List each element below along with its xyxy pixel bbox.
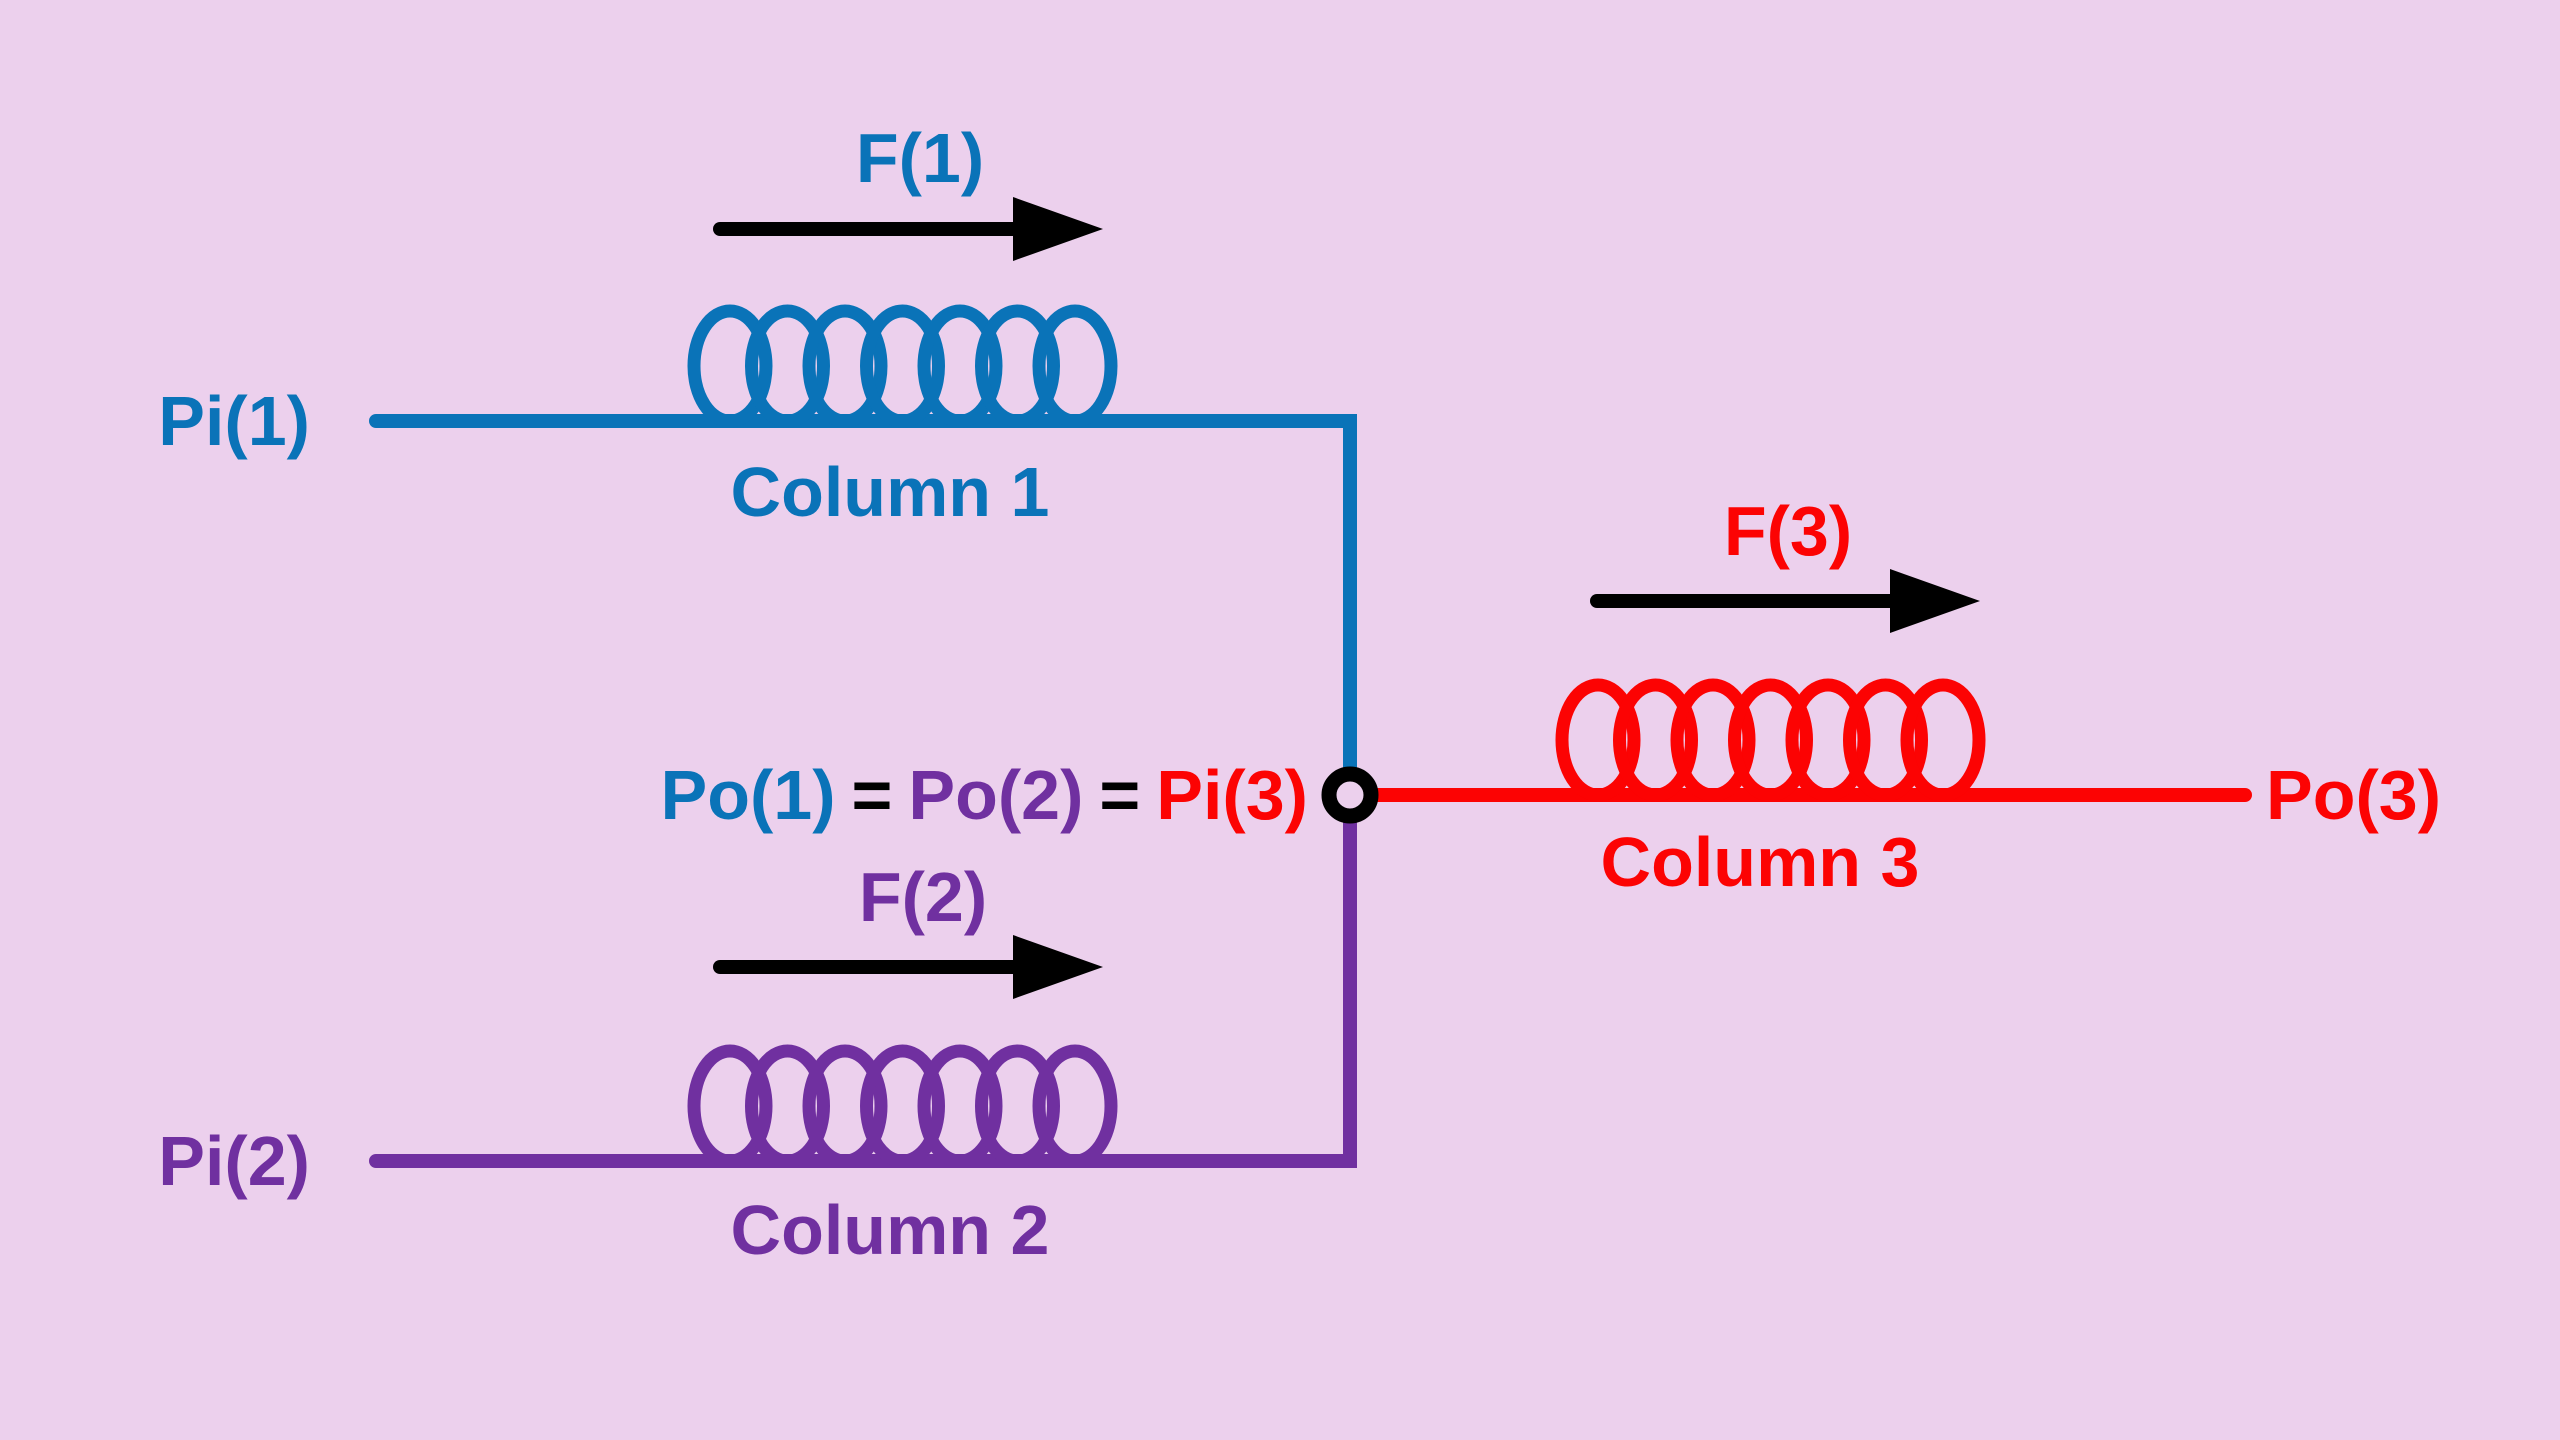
junction-node-icon <box>1321 766 1379 824</box>
column2-flow-line <box>369 788 1357 1168</box>
pressure-in-1-label: Pi(1) <box>158 382 310 460</box>
equation-equals-2: = <box>1099 756 1141 834</box>
equation-pi3: Pi(3) <box>1156 756 1308 834</box>
f1-arrow-icon <box>720 197 1103 261</box>
column2-label: Column 2 <box>730 1191 1050 1269</box>
equation-po2: Po(2) <box>908 756 1084 834</box>
column2-coil-icon <box>694 1051 1111 1161</box>
column1-flow-line <box>369 414 1357 802</box>
pressure-out-3-label: Po(3) <box>2266 756 2441 834</box>
column3-coil-icon <box>1562 685 1979 795</box>
f2-arrow-icon <box>720 935 1103 999</box>
pressure-in-2-label: Pi(2) <box>158 1122 310 1200</box>
column3-label: Column 3 <box>1600 823 1920 901</box>
equation-po1: Po(1) <box>660 756 836 834</box>
junction-equation: Po(1)=Po(2)=Pi(3) <box>661 760 1308 830</box>
column1-coil-icon <box>694 311 1111 421</box>
flow-f1-label: F(1) <box>855 119 985 197</box>
equation-equals-1: = <box>851 756 893 834</box>
f3-arrow-icon <box>1597 569 1980 633</box>
flow-f2-label: F(2) <box>858 858 988 936</box>
flow-f3-label: F(3) <box>1723 492 1853 570</box>
column1-label: Column 1 <box>730 453 1050 531</box>
